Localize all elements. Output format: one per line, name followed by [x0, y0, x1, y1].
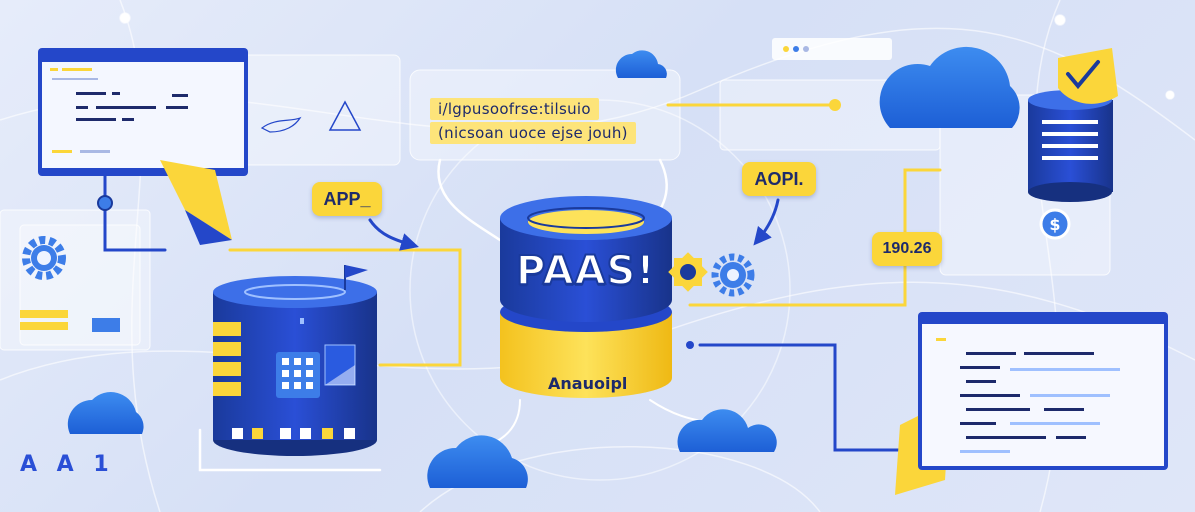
paas-subtitle: Anauoipl	[548, 374, 628, 393]
connector-node	[829, 99, 841, 111]
database-icon	[213, 276, 377, 456]
cloud-icon	[677, 409, 777, 452]
flag-icon	[344, 265, 368, 290]
dollar-icon: $	[1039, 208, 1071, 240]
diagram-caption-line1: i/lgpusoofrse:tilsuio	[430, 98, 599, 120]
yellow-ribbon-shape	[160, 160, 232, 240]
number-label-tag: 190.26	[872, 232, 942, 266]
diagram-caption-line2: (nicsoan uoce ejse jouh)	[430, 122, 636, 144]
browser-window-icon	[772, 38, 892, 60]
browser-window-icon	[918, 312, 1168, 470]
cloud-icon	[67, 392, 144, 434]
gear-icon	[711, 253, 755, 297]
panel-bar	[92, 318, 120, 332]
connector-node	[686, 341, 694, 349]
panel-bar	[20, 310, 68, 318]
paas-platform-cylinder	[500, 196, 672, 398]
browser-window-icon	[38, 48, 362, 176]
api-label-tag: AOPI.	[742, 162, 816, 196]
yellow-ribbon-shape	[185, 210, 232, 245]
cloud-icon	[427, 435, 528, 488]
corner-text: A A 1	[20, 452, 115, 477]
paas-title: PAAS!	[515, 247, 656, 295]
panel-bar	[20, 322, 68, 330]
svg-text:$: $	[1049, 215, 1060, 234]
checkmark-icon	[1058, 48, 1118, 104]
app-label-tag: APP_	[312, 182, 382, 216]
cloud-icon	[615, 50, 667, 78]
gear-icon	[668, 252, 708, 292]
cloud-icon	[879, 46, 1020, 129]
gear-icon	[22, 236, 66, 280]
database-icon	[1028, 90, 1113, 202]
connector-node	[97, 195, 113, 211]
